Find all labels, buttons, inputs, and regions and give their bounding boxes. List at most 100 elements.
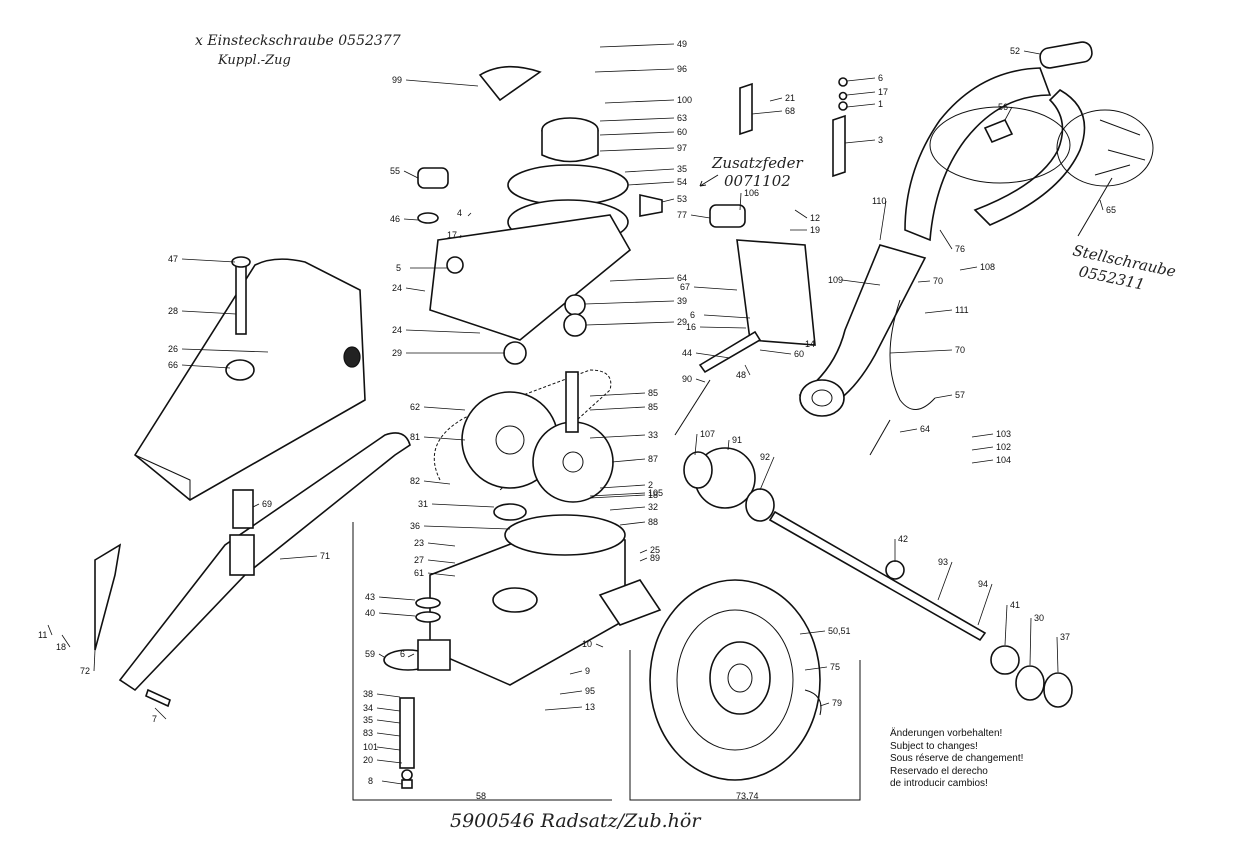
callout-29a: 29 — [677, 317, 687, 327]
leader-line-11 — [47, 624, 53, 636]
leader-line-33 — [589, 434, 646, 439]
callout-3: 3 — [878, 135, 883, 145]
screw-6 — [838, 77, 848, 87]
gearbox-cover-88 — [504, 514, 626, 556]
handlebar-assembly — [798, 41, 1154, 456]
callout-99: 99 — [392, 75, 402, 85]
leader-line-61 — [427, 572, 456, 577]
callout-60: 60 — [677, 127, 687, 137]
bracket-gearbox-group — [352, 522, 612, 801]
leader-line-99 — [405, 79, 479, 87]
callout-37: 37 — [1060, 632, 1070, 642]
callout-9: 9 — [585, 666, 590, 676]
ring-43 — [415, 597, 441, 609]
callout-70a: 70 — [933, 276, 943, 286]
callout-57: 57 — [955, 390, 965, 400]
callout-36: 36 — [410, 521, 420, 531]
leader-line-18a — [589, 494, 646, 499]
leader-line-97 — [599, 147, 675, 152]
hood-hole — [225, 359, 255, 381]
cable-end — [869, 419, 891, 456]
pulley-53 — [639, 193, 663, 217]
callout-8: 8 — [368, 776, 373, 786]
leader-line-93 — [937, 561, 953, 601]
bushing — [229, 534, 255, 576]
seal-46 — [417, 212, 439, 224]
clutch-drum-63 — [541, 130, 599, 163]
leader-line-105 — [589, 492, 646, 497]
leader-line-9 — [569, 670, 583, 675]
callout-79: 79 — [832, 698, 842, 708]
callout-35: 35 — [677, 164, 687, 174]
handwritten-note-zusatzfeder: Zusatzfeder — [711, 154, 804, 172]
leader-line-43 — [378, 596, 416, 601]
callout-49: 49 — [677, 39, 687, 49]
vent-5 — [446, 256, 464, 274]
callout-69: 69 — [262, 499, 272, 509]
callout-111: 111 — [955, 305, 969, 315]
callout-19: 19 — [810, 225, 820, 235]
leader-line-34 — [376, 707, 401, 712]
callout-2: 2 — [648, 480, 653, 490]
callout-21: 21 — [785, 93, 795, 103]
handlebar-right-arm — [973, 89, 1086, 226]
upper-cover-assembly — [417, 65, 663, 365]
callout-105: 105 — [648, 488, 663, 498]
callout-104: 104 — [996, 455, 1011, 465]
axle-assembly — [683, 447, 1073, 708]
handwritten-note-radsatz: 5900546 Radsatz/Zub.hör — [450, 810, 702, 832]
callout-89: 89 — [650, 553, 660, 563]
callout-76: 76 — [955, 244, 965, 254]
leader-line-70b — [889, 349, 953, 354]
callout-17a: 17 — [447, 230, 457, 240]
callout-85b: 85 — [648, 402, 658, 412]
ring-40 — [415, 611, 441, 623]
leader-line-60b — [759, 349, 792, 355]
handwritten-note-einsteckschraube: x Einsteckschraube 0552377 — [195, 33, 401, 49]
callout-43: 43 — [365, 592, 375, 602]
drawbar-assembly — [94, 432, 411, 708]
leader-line-55 — [403, 170, 419, 179]
throttle-lever — [983, 118, 1014, 144]
callout-107: 107 — [700, 429, 715, 439]
callout-90: 90 — [682, 374, 692, 384]
leader-line-66 — [181, 364, 231, 369]
callout-56: 56 — [998, 102, 1008, 112]
leader-line-6b — [703, 314, 751, 319]
leader-line-28 — [181, 310, 237, 315]
leader-line-89 — [639, 557, 648, 562]
leader-line-38 — [376, 693, 401, 698]
callout-65: 65 — [1106, 205, 1116, 215]
callout-83: 83 — [363, 728, 373, 738]
callout-93: 93 — [938, 557, 948, 567]
callout-82: 82 — [410, 476, 420, 486]
callout-31: 31 — [418, 499, 428, 509]
clutch-lever-parts — [1094, 119, 1146, 176]
leader-line-85b — [589, 406, 646, 411]
lower-gearbox-housing — [415, 503, 662, 686]
callout-6c: 6 — [400, 649, 405, 659]
leader-line-79 — [819, 702, 830, 707]
callout-68: 68 — [785, 106, 795, 116]
leader-line-88 — [619, 521, 646, 526]
callout-39: 39 — [677, 296, 687, 306]
leader-line-21 — [769, 97, 783, 102]
leader-line-65 — [1099, 199, 1104, 211]
leader-line-57 — [934, 394, 953, 399]
stellschraube-arrow — [1077, 177, 1113, 237]
gear-92 — [745, 488, 775, 522]
leader-line-23 — [427, 542, 456, 547]
callout-7: 7 — [152, 714, 157, 724]
leader-line-92 — [759, 456, 775, 491]
leader-line-12 — [794, 209, 808, 219]
callout-44: 44 — [682, 348, 692, 358]
leader-line-6c — [407, 653, 415, 658]
leader-line-7 — [154, 707, 167, 720]
leader-line-64b — [899, 428, 918, 433]
leader-line-64 — [609, 277, 675, 282]
leader-line-16 — [699, 326, 747, 329]
callout-54: 54 — [677, 177, 687, 187]
throttle-cable — [889, 299, 936, 410]
leader-line-46 — [403, 218, 419, 221]
